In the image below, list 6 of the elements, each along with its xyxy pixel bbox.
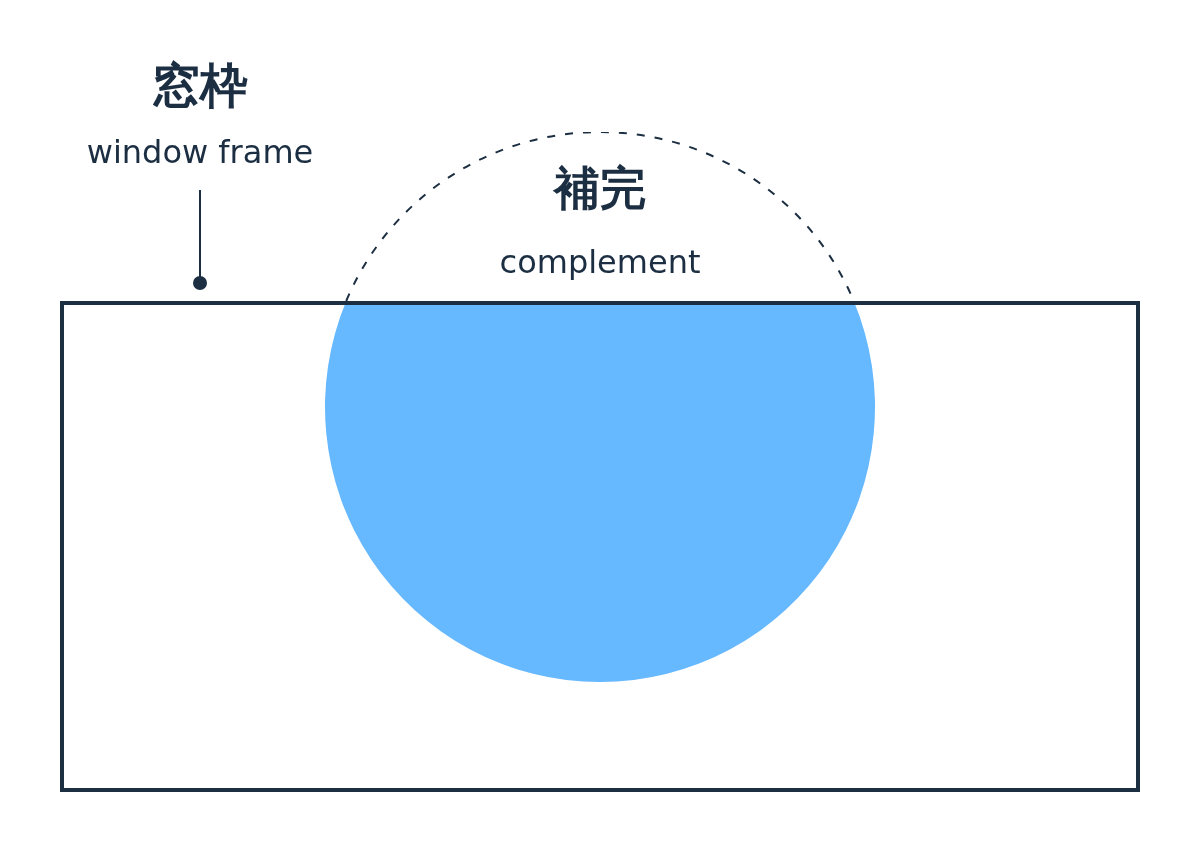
heading-text: 補完 [552, 162, 647, 215]
subheading-text: window frame [85, 134, 315, 171]
window-frame-rectangle [60, 301, 1140, 792]
subheading-text: complement [498, 244, 702, 281]
leader-line [193, 189, 207, 290]
heading-text: 窓枠 [151, 58, 249, 114]
